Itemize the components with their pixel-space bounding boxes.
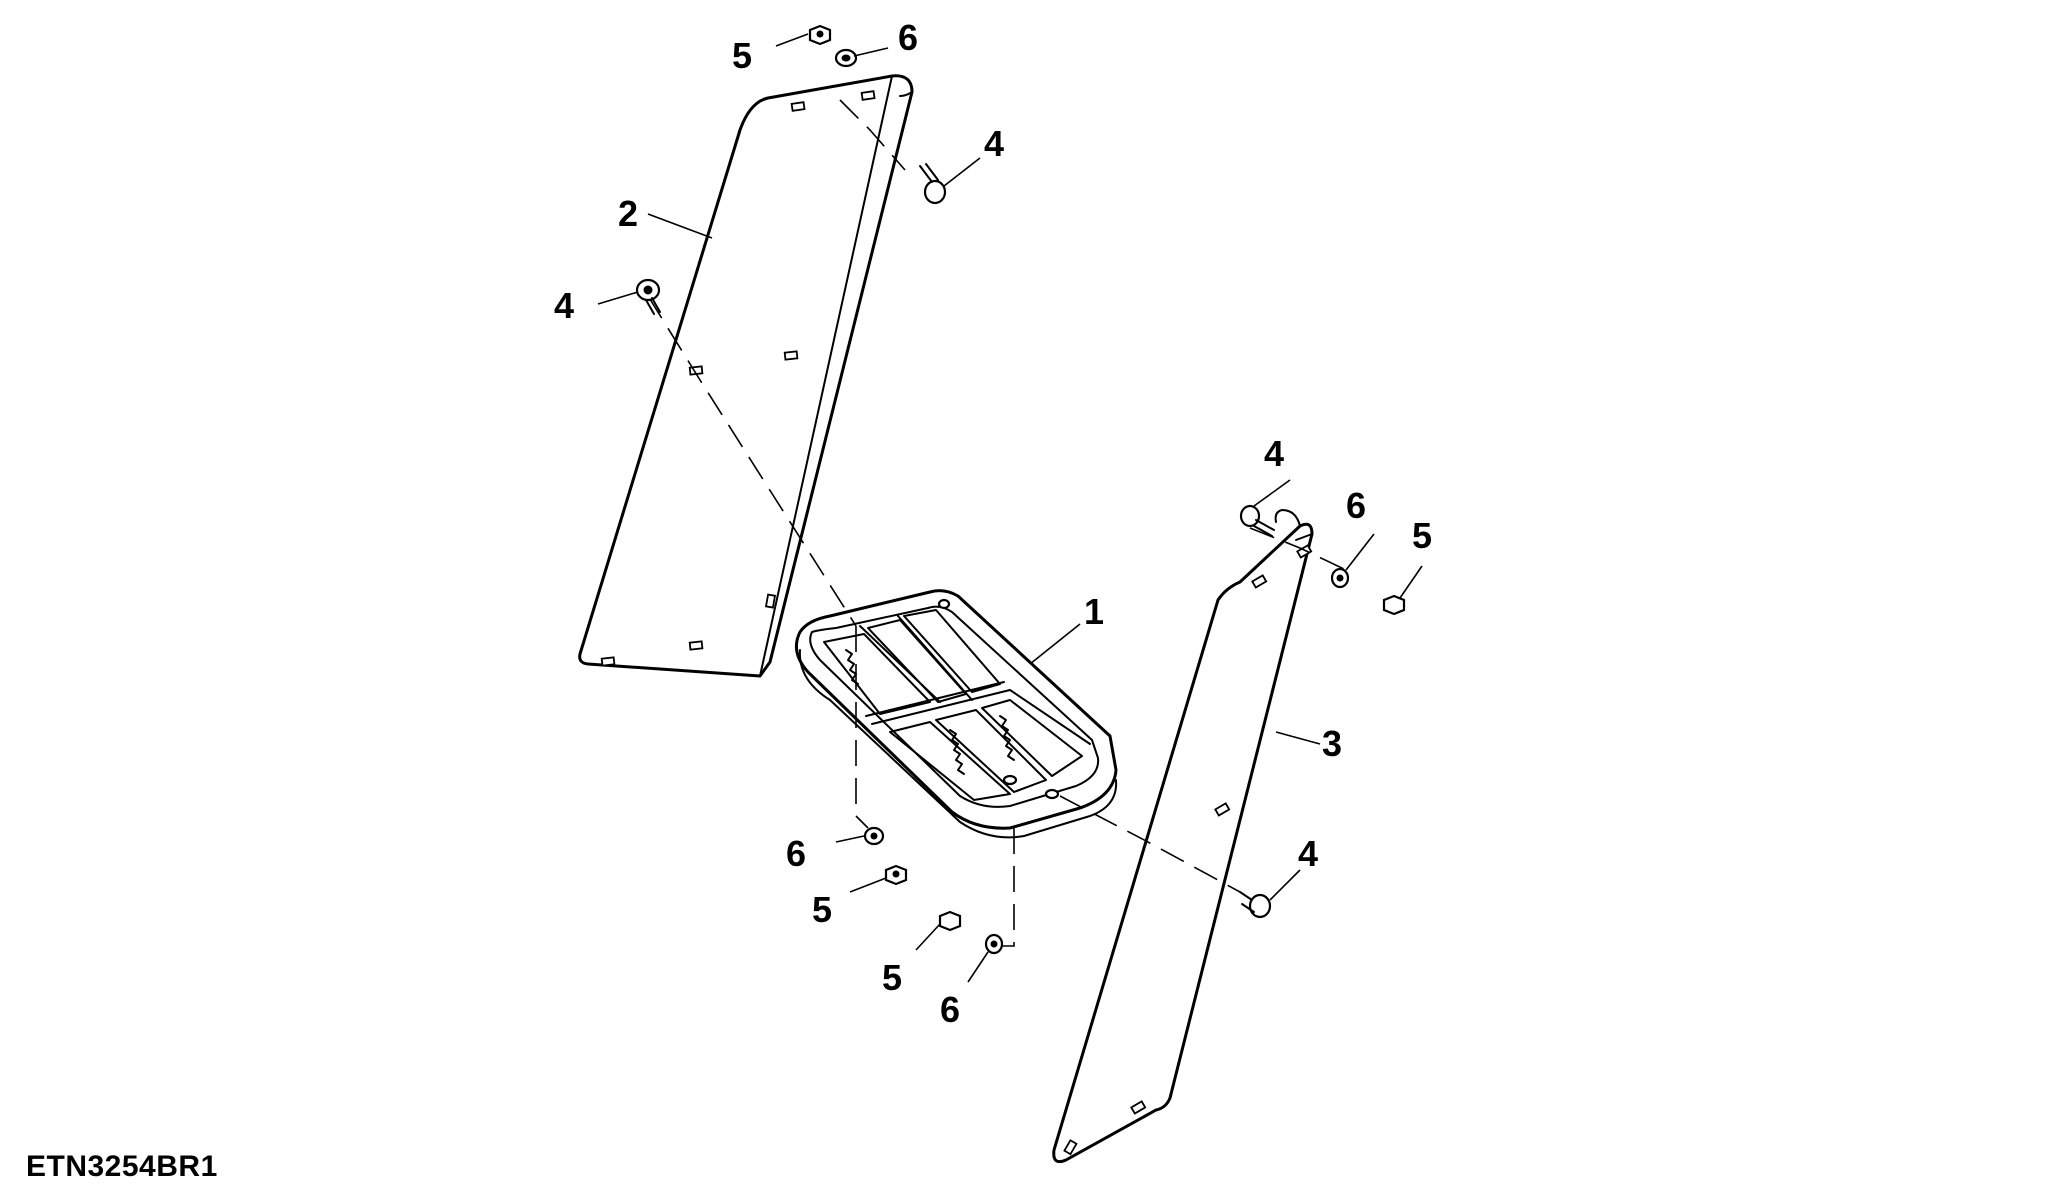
bolt-right-top: [1239, 504, 1275, 537]
bolt-top-right: [919, 163, 947, 205]
leader-lines: [597, 33, 1423, 983]
figure-id-label: ETN3254BR1: [26, 1150, 218, 1183]
washer-right: [1330, 567, 1350, 589]
callout-6-lower-left: 6: [786, 833, 806, 874]
callout-6-right: 6: [1346, 485, 1366, 526]
callout-1: 1: [1084, 591, 1104, 632]
callout-6-top: 6: [898, 17, 918, 58]
nut-right: [1382, 594, 1406, 616]
callout-5-top: 5: [732, 35, 752, 76]
washer-top: [834, 48, 858, 68]
panel-part-3: [1052, 509, 1314, 1164]
washer-lower-mid: [984, 933, 1004, 955]
callout-4-left: 4: [554, 285, 574, 326]
bolt-left: [635, 278, 661, 315]
callout-5-lower-mid: 5: [882, 957, 902, 998]
nut-top: [808, 24, 832, 46]
washer-lower-left: [863, 826, 885, 846]
hardware: [635, 24, 1406, 955]
nut-lower-mid: [938, 910, 962, 932]
callout-4-right-top: 4: [1264, 433, 1284, 474]
callout-3: 3: [1322, 723, 1342, 764]
bolt-right-bottom: [1239, 891, 1272, 919]
callout-4-right-bottom: 4: [1298, 833, 1318, 874]
panel-part-2: [578, 74, 914, 678]
callout-5-lower-left: 5: [812, 889, 832, 930]
nut-lower-left: [884, 864, 908, 886]
assembly-lines: [647, 99, 1347, 947]
step-part-1: [794, 589, 1118, 839]
callouts: 1 2 3 4 4 4 4 5 5 5 5 6 6 6 6: [554, 17, 1432, 1030]
callout-2: 2: [618, 193, 638, 234]
callout-4-top: 4: [984, 123, 1004, 164]
callout-6-lower-mid: 6: [940, 989, 960, 1030]
callout-5-right: 5: [1412, 515, 1432, 556]
